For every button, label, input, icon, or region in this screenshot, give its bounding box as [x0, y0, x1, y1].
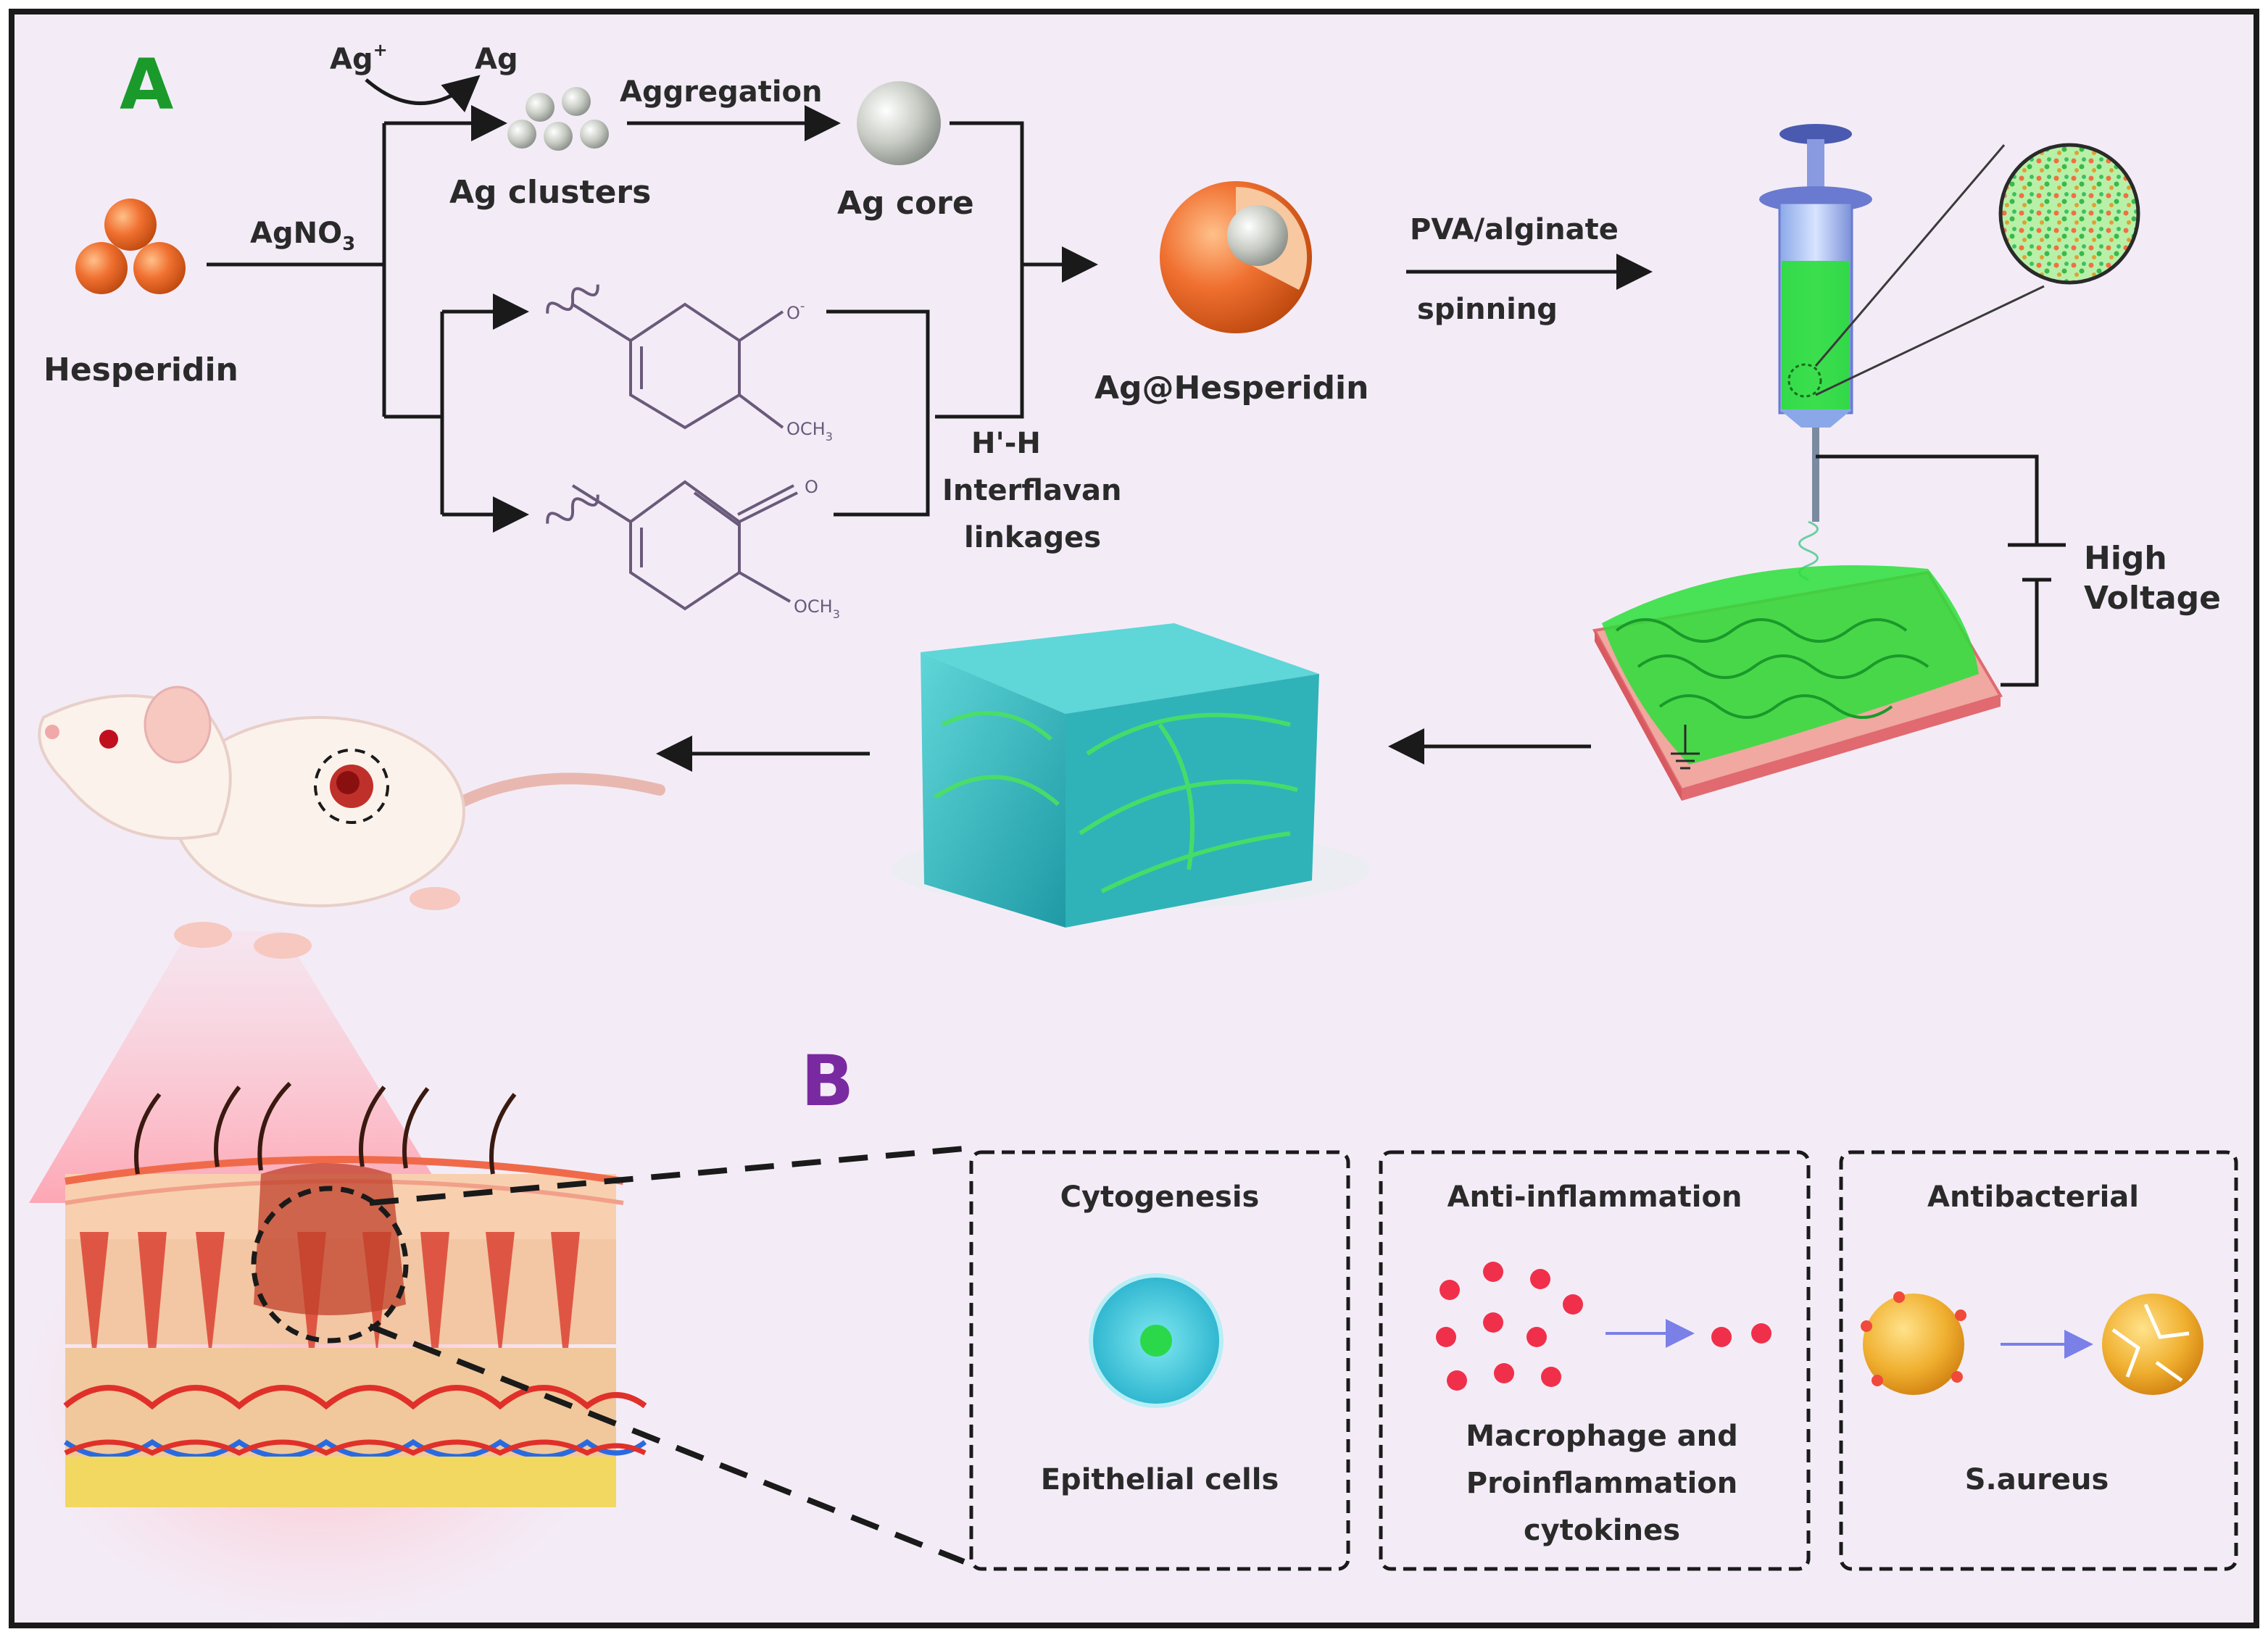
- zoom-line-top: [1814, 144, 2006, 367]
- ag-core-sphere-icon: [857, 81, 941, 165]
- epithelial-cell-icon: [1089, 1273, 1224, 1408]
- linkage-line-2: Interflavan: [942, 474, 1122, 507]
- zoom-dashed-line-top: [369, 1146, 965, 1206]
- anti-inflammation-caption-1: Macrophage and: [1466, 1420, 1738, 1453]
- ag-core-label: Ag core: [837, 185, 974, 222]
- antibacterial-caption: S.aureus: [1965, 1463, 2109, 1496]
- hesperidin-molecule-icon: [75, 199, 186, 294]
- syringe-icon: [1759, 124, 1872, 522]
- cytogenesis-caption: Epithelial cells: [1041, 1463, 1279, 1496]
- rat-model-icon: [38, 686, 665, 959]
- anti-inflammation-caption-3: cytokines: [1524, 1514, 1680, 1547]
- fiber-mat-collector-icon: [1592, 565, 2003, 801]
- panel-a-letter: A: [120, 44, 173, 125]
- panel-b-letter: B: [801, 1041, 854, 1122]
- magnification-beam: [29, 931, 449, 1203]
- cytogenesis-box: [969, 1150, 1350, 1571]
- zoomed-fiber-solution-icon: [1998, 143, 2140, 285]
- ag-metal-label: Ag: [475, 43, 518, 76]
- phenoxide-o-label: O-: [786, 299, 805, 323]
- zoom-dashed-line-bottom: [368, 1323, 965, 1565]
- phenoxide-structure-icon: [546, 284, 784, 430]
- agno3-label: AgNO3: [250, 217, 355, 255]
- voltage-line-1: High: [2084, 540, 2167, 577]
- cytogenesis-title: Cytogenesis: [1060, 1180, 1260, 1214]
- process-top-label: PVA/alginate: [1410, 213, 1619, 246]
- quinone-structure-icon: [546, 480, 798, 611]
- reduction-arrow: [365, 75, 481, 113]
- linkage-line-3: linkages: [964, 521, 1101, 554]
- linkage-bracket: [826, 309, 930, 517]
- voltage-wire-bottom: [2001, 580, 2039, 687]
- macrophage-cluster-icon: [1436, 1262, 1583, 1391]
- ag-ion-label: Ag+: [330, 40, 388, 76]
- s-aureus-intact-icon: [1861, 1291, 1966, 1395]
- anti-inflammation-box: [1379, 1150, 1811, 1571]
- antibacterial-box: [1839, 1150, 2238, 1571]
- methoxy-label-1: OCH3: [786, 419, 833, 443]
- antibacterial-title: Antibacterial: [1927, 1180, 2139, 1214]
- anti-inflammation-caption-2: Proinflammation: [1466, 1467, 1738, 1500]
- process-bottom-label: spinning: [1417, 293, 1558, 326]
- reduced-macrophage-icon: [1711, 1323, 1771, 1347]
- s-aureus-ruptured-icon: [2102, 1294, 2203, 1395]
- voltage-wire-top: [1816, 454, 2039, 544]
- methoxy-label-2: OCH3: [794, 596, 840, 621]
- aggregation-label: Aggregation: [620, 75, 823, 109]
- zoom-line-bottom: [1815, 285, 2045, 396]
- carbonyl-o-label: O: [805, 477, 818, 497]
- skin-cross-section-icon: [14, 1081, 647, 1631]
- anti-inflammation-title: Anti-inflammation: [1447, 1180, 1742, 1214]
- product-label: Ag@Hesperidin: [1094, 370, 1368, 407]
- core-bracket: [935, 121, 1024, 419]
- linkage-line-1: H'-H: [971, 427, 1041, 460]
- hesperidin-label: Hesperidin: [43, 351, 238, 388]
- ag-hesperidin-nanoparticle-icon: [1160, 181, 1312, 333]
- voltage-line-2: Voltage: [2084, 580, 2221, 617]
- hydrogel-cube-icon: [892, 623, 1370, 928]
- ag-clusters-label: Ag clusters: [449, 174, 651, 211]
- ag-clusters-icon: [507, 87, 609, 151]
